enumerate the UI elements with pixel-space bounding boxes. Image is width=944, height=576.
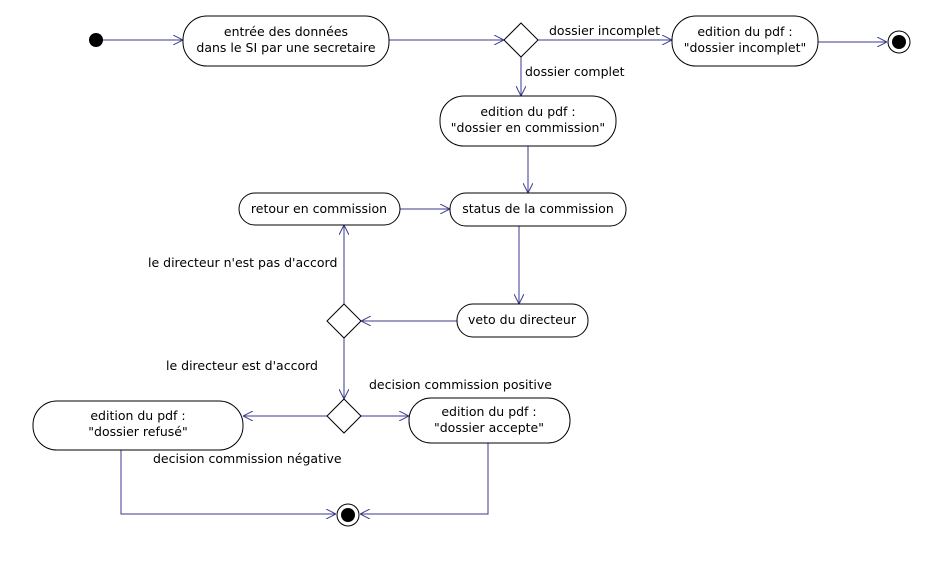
decision-directeur: [326, 303, 362, 339]
activity-entree-line1: entrée des données: [224, 24, 348, 39]
guard-directeur-accord: le directeur est d'accord: [166, 358, 318, 373]
activity-pdf-accepte: edition du pdf : "dossier accepte": [408, 397, 571, 444]
activity-pdf-commission-line1: edition du pdf :: [480, 104, 575, 119]
guard-directeur-pas-accord: le directeur n'est pas d'accord: [148, 255, 337, 270]
activity-entree-line2: dans le SI par une secretaire: [196, 40, 375, 55]
activity-status-label: status de la commission: [462, 201, 614, 216]
edge-pdf-refuse-to-end: [120, 448, 336, 514]
edges: [98, 40, 887, 514]
decision-dossier-complet: [503, 22, 539, 58]
activity-pdf-refuse-line2: "dossier refusé": [88, 424, 187, 439]
edge-pdf-accepte-to-end: [360, 443, 489, 514]
activity-status-commission: status de la commission: [449, 192, 627, 227]
activity-pdf-incomplet: edition du pdf : "dossier incomplet": [671, 15, 819, 67]
activity-veto-label: veto du directeur: [468, 312, 577, 327]
final-node-incomplet: [887, 30, 911, 54]
activity-pdf-commission-line2: "dossier en commission": [451, 120, 605, 135]
guard-dossier-incomplet: dossier incomplet: [549, 23, 660, 38]
decision-commission: [326, 398, 362, 434]
guard-dossier-complet: dossier complet: [525, 64, 625, 79]
final-node-main: [336, 503, 360, 527]
activity-pdf-incomplet-line1: edition du pdf :: [697, 24, 792, 39]
activity-pdf-accepte-line2: "dossier accepte": [434, 420, 544, 435]
activity-pdf-incomplet-line2: "dossier incomplet": [684, 40, 806, 55]
activity-retour-commission: retour en commission: [238, 192, 401, 226]
activity-pdf-accepte-line1: edition du pdf :: [441, 404, 536, 419]
activity-pdf-commission: edition du pdf : "dossier en commission": [439, 95, 617, 147]
activity-pdf-refuse-line1: edition du pdf :: [90, 408, 185, 423]
activity-entree-donnees: entrée des données dans le SI par une se…: [182, 15, 390, 67]
activity-veto-directeur: veto du directeur: [456, 303, 589, 338]
initial-node: [89, 33, 103, 47]
activity-retour-label: retour en commission: [251, 201, 387, 216]
guard-decision-negative: decision commission négative: [153, 451, 342, 466]
guard-decision-positive: decision commission positive: [369, 377, 552, 392]
activity-pdf-refuse: edition du pdf : "dossier refusé": [32, 400, 244, 451]
